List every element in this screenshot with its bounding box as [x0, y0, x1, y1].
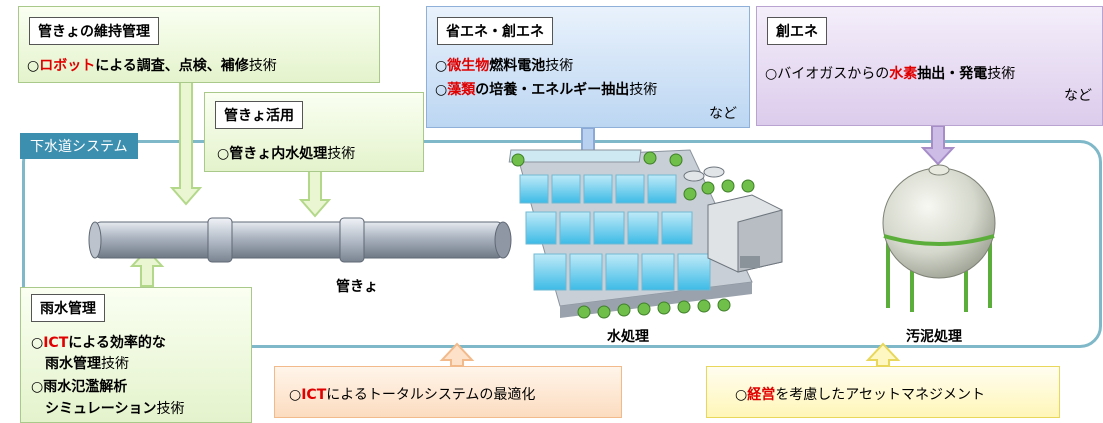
rainwater-title: 雨水管理 — [31, 294, 105, 322]
energy-save-line3: など — [709, 106, 737, 122]
highlight-text: 水素 — [889, 66, 918, 82]
water-treatment-illustration — [508, 149, 783, 319]
sludge-digester-illustration — [882, 164, 996, 312]
highlight-text: ICT — [43, 335, 69, 351]
ict-total-panel: ○ICTによるトータルシステムの最適化 — [274, 366, 622, 418]
bullet: ○ — [765, 66, 778, 82]
maintenance-line: ○ロボットによる調査、点検、補修技術 — [27, 55, 277, 75]
plain-text: 技術 — [629, 82, 658, 98]
plain-text: を考慮したアセットマネジメント — [775, 387, 985, 403]
plain-text-2: 技術 — [987, 66, 1016, 82]
bold-text: の培養・ — [475, 82, 532, 98]
highlight-text: 経営 — [747, 387, 776, 403]
rainwater-line3: ○雨水氾濫解析 — [31, 376, 127, 396]
plain-text: 技術 — [327, 146, 356, 162]
bold-text: 燃料電池 — [489, 58, 546, 74]
plain-text: 技術 — [101, 356, 129, 372]
plain-text: 技術 — [248, 58, 277, 74]
plain-text: によるトータルシステムの最適化 — [326, 387, 536, 403]
maintenance-panel: 管きょの維持管理 ○ロボットによる調査、点検、補修技術 — [18, 6, 380, 83]
trees — [511, 151, 755, 319]
pipe-use-panel: 管きょ活用 ○管きょ内水処理技術 — [204, 92, 424, 172]
arrow-maintenance — [169, 81, 203, 206]
bold-text: 抽出・発電 — [917, 66, 988, 82]
building — [707, 194, 783, 273]
bullet: ○ — [31, 335, 44, 351]
energy-create-line2: など — [1064, 88, 1092, 104]
bold-text: 管きょ内水処理 — [229, 146, 328, 162]
energy-create-line1: ○バイオガスからの水素抽出・発電技術 — [765, 63, 1015, 83]
bold-text-2: エネルギー抽出 — [531, 82, 630, 98]
sludge-treatment-caption: 汚泥処理 — [906, 329, 962, 345]
rainwater-panel: 雨水管理 ○ICTによる効率的な 雨水管理技術 ○雨水氾濫解析 シミュレーション… — [20, 287, 252, 423]
water-treatment-caption: 水処理 — [607, 329, 649, 345]
bullet: ○ — [31, 379, 44, 395]
highlight-text: ロボット — [39, 58, 96, 74]
sewer-system-label: 下水道システム — [20, 133, 138, 159]
pipe-use-title: 管きょ活用 — [215, 101, 303, 129]
energy-save-title: 省エネ・創エネ — [437, 17, 553, 45]
sewer-pipe-illustration — [88, 217, 512, 263]
plain-text: 技術 — [545, 58, 574, 74]
energy-create-title: 創エネ — [767, 17, 827, 45]
arrow-ict — [439, 342, 475, 367]
energy-save-panel: 省エネ・創エネ ○微生物燃料電池技術 ○藻類の培養・エネルギー抽出技術 など — [426, 6, 750, 128]
bullet: ○ — [27, 58, 40, 74]
plain-text: 技術 — [156, 401, 185, 417]
bullet: ○ — [435, 58, 448, 74]
highlight-text: 藻類 — [447, 82, 476, 98]
rainwater-line4: シミュレーション技術 — [45, 398, 184, 418]
pipe-caption: 管きょ — [336, 279, 378, 295]
arrow-pipe-use — [298, 169, 332, 218]
bullet: ○ — [217, 146, 230, 162]
tanks — [683, 166, 725, 182]
pipe-use-line: ○管きょ内水処理技術 — [217, 143, 355, 163]
bold-text: 雨水管理 — [45, 356, 101, 372]
asset-panel: ○経営を考慮したアセットマネジメント — [706, 366, 1060, 418]
maintenance-title: 管きょの維持管理 — [29, 17, 159, 45]
energy-save-line1: ○微生物燃料電池技術 — [435, 55, 573, 75]
sewer-system-frame — [22, 140, 1102, 348]
energy-create-panel: 創エネ ○バイオガスからの水素抽出・発電技術 など — [756, 6, 1103, 126]
bold-text: 雨水氾濫解析 — [43, 379, 128, 395]
energy-save-line2: ○藻類の培養・エネルギー抽出技術 — [435, 79, 657, 99]
arrow-energy-create — [920, 125, 956, 166]
bold-text: による効率的な — [68, 335, 166, 351]
bullet: ○ — [289, 387, 302, 403]
plain-text: バイオガスからの — [777, 66, 890, 82]
bold-text: シミュレーション — [45, 401, 157, 417]
rainwater-line2: 雨水管理技術 — [45, 353, 129, 373]
bold-text: による調査、点検、補修 — [95, 58, 249, 74]
ict-total-line: ○ICTによるトータルシステムの最適化 — [289, 384, 535, 404]
bullet: ○ — [435, 82, 448, 98]
bullet: ○ — [735, 387, 748, 403]
arrow-asset — [865, 342, 901, 367]
highlight-text: 微生物 — [447, 58, 490, 74]
rainwater-line1: ○ICTによる効率的な — [31, 332, 166, 352]
asset-line: ○経営を考慮したアセットマネジメント — [735, 384, 985, 404]
highlight-text: ICT — [301, 387, 327, 403]
